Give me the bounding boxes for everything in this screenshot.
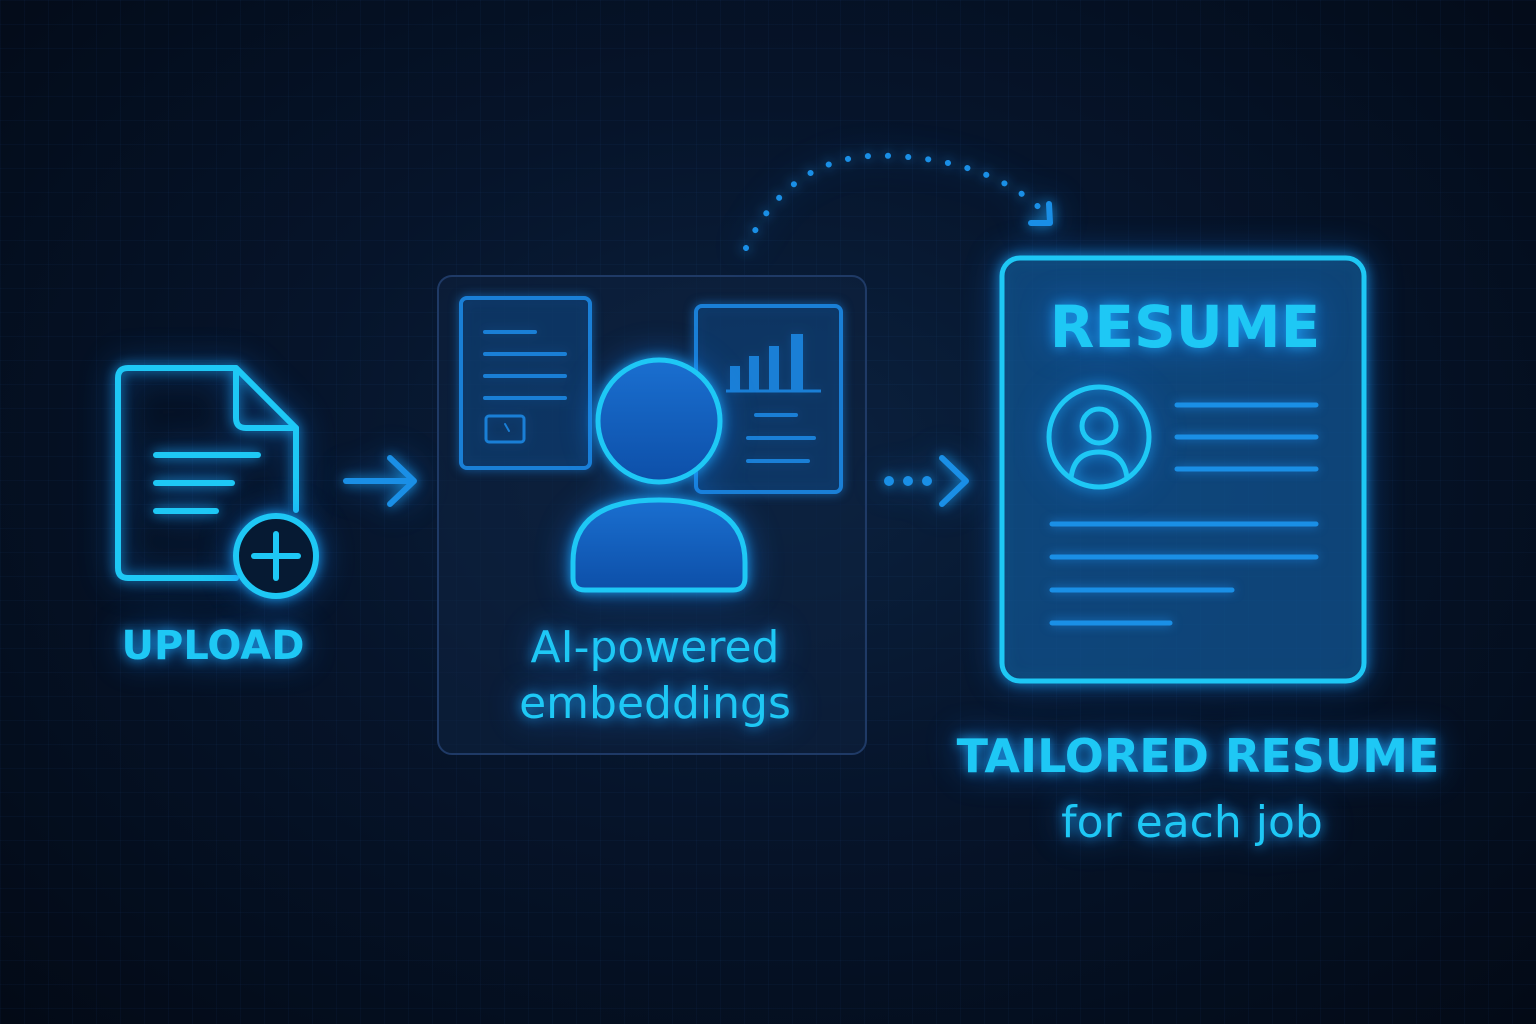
dotted-arrow-right-icon [884, 455, 969, 507]
document-card-icon [459, 296, 592, 470]
for-each-job-label: for each job [1061, 797, 1323, 848]
add-icon [233, 513, 319, 599]
embeddings-label-line2: embeddings [519, 678, 791, 729]
user-profile-icon [570, 357, 748, 593]
chart-card-icon [694, 304, 843, 494]
resume-doc-title: RESUME [1050, 293, 1321, 361]
tailored-resume-label: TAILORED RESUME [957, 729, 1440, 783]
embeddings-label-line1: AI-powered [531, 622, 780, 673]
upload-label: UPLOAD [122, 623, 305, 669]
avatar-icon [1046, 384, 1152, 490]
arrow-right-icon [343, 455, 417, 507]
resume-text-lines [1049, 402, 1319, 626]
curved-dotted-arrow-icon [743, 152, 1053, 251]
upload-document-icon [115, 365, 299, 581]
